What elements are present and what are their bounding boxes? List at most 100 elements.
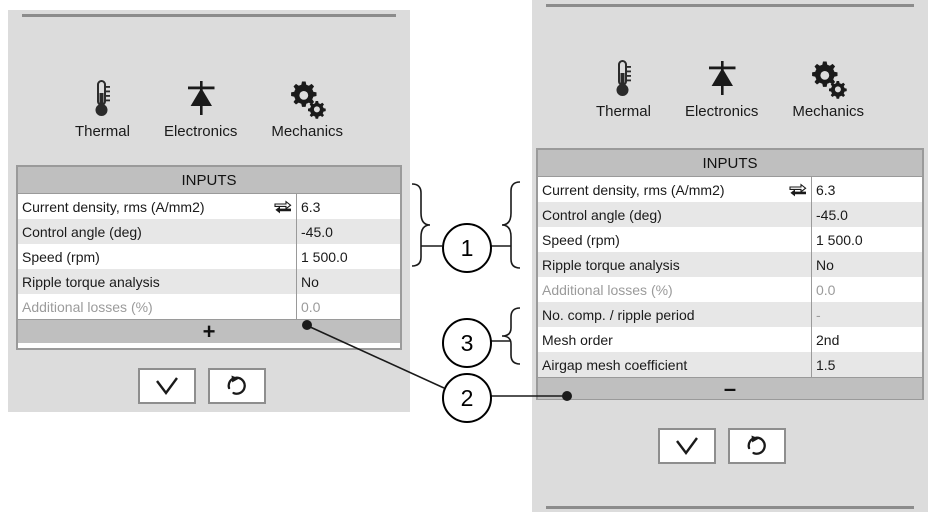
row-value-cell[interactable]: 6.3 [816, 181, 836, 198]
swap-arrows-icon[interactable] [274, 199, 292, 214]
row-label: Additional losses (%) [542, 281, 673, 298]
row-label: Speed (rpm) [542, 231, 620, 248]
row-label: Current density, rms (A/mm2) [542, 181, 725, 198]
row-label-cell: Additional losses (%) [538, 277, 812, 302]
row-value-cell[interactable]: No [816, 256, 834, 273]
minus-icon: – [723, 375, 737, 401]
row-label: Control angle (deg) [22, 223, 142, 240]
validate-button[interactable] [138, 368, 196, 404]
row-value-cell: 0.0 [301, 298, 321, 315]
toolbar-item-electronics[interactable]: Electronics [685, 53, 758, 120]
diode-icon [183, 73, 219, 119]
row-label: Additional losses (%) [22, 298, 153, 315]
table-row[interactable]: Airgap mesh coefficient 1.5 [538, 352, 922, 377]
row-label: Mesh order [542, 331, 613, 348]
toolbar-label-thermal: Thermal [74, 123, 130, 140]
module-toolbar-right: Thermal Electronics [532, 36, 928, 120]
reset-icon [227, 375, 246, 395]
toolbar-item-mechanics[interactable]: Mechanics [792, 53, 864, 120]
row-label-cell: Ripple torque analysis [538, 252, 812, 277]
row-label-cell: Additional losses (%) [18, 294, 297, 319]
callout-1: 1 [442, 223, 492, 273]
expanded-inputs-panel: Thermal Electronics [532, 0, 928, 512]
swap-arrows-icon[interactable] [789, 182, 807, 197]
row-label-cell: Mesh order [538, 327, 812, 352]
toolbar-item-electronics[interactable]: Electronics [164, 73, 237, 140]
gears-icon [808, 53, 848, 99]
panel-bottom-rule [546, 506, 914, 509]
collapse-inputs-button[interactable]: – [538, 377, 922, 399]
row-label-cell: Speed (rpm) [18, 244, 297, 269]
row-label: Speed (rpm) [22, 248, 100, 265]
table-row[interactable]: No. comp. / ripple period - [538, 302, 922, 327]
row-value-cell[interactable]: -45.0 [816, 206, 848, 223]
plus-icon: + [202, 318, 216, 344]
row-label: Ripple torque analysis [542, 256, 680, 273]
inputs-table-header-right: INPUTS [538, 150, 922, 177]
row-value-cell[interactable]: 1.5 [816, 356, 836, 373]
validate-button[interactable] [658, 428, 716, 464]
reset-icon [747, 435, 766, 455]
gears-icon [287, 73, 327, 119]
table-row[interactable]: Additional losses (%) 0.0 [538, 277, 922, 302]
row-value-cell[interactable]: -45.0 [301, 223, 333, 240]
inputs-table-left: INPUTS Current density, rms (A/mm2) 6.3 … [16, 165, 402, 350]
row-value-cell: 0.0 [816, 281, 836, 298]
row-label-cell: Current density, rms (A/mm2) [18, 194, 297, 219]
diode-icon [704, 53, 740, 99]
expand-inputs-button[interactable]: + [18, 319, 400, 343]
callout-2: 2 [442, 373, 492, 423]
reset-button[interactable] [208, 368, 266, 404]
row-value-cell[interactable]: 6.3 [301, 198, 321, 215]
thermometer-icon [91, 73, 113, 119]
toolbar-label-mechanics: Mechanics [792, 103, 865, 120]
row-value-cell[interactable]: 1 500.0 [301, 248, 348, 265]
table-row[interactable]: Control angle (deg) -45.0 [18, 219, 400, 244]
check-icon [156, 377, 178, 396]
panel-top-rule [546, 4, 914, 7]
table-row[interactable]: Speed (rpm) 1 500.0 [538, 227, 922, 252]
callout-3: 3 [442, 318, 492, 368]
module-toolbar-left: Thermal Electronics [8, 56, 410, 140]
toolbar-item-thermal[interactable]: Thermal [75, 73, 130, 140]
row-label-cell: Control angle (deg) [18, 219, 297, 244]
callout-2-label: 2 [460, 384, 474, 411]
brace-right-advanced [501, 307, 521, 365]
row-value-cell[interactable]: 2nd [816, 331, 840, 348]
table-row[interactable]: Ripple torque analysis No [538, 252, 922, 277]
row-label-cell: Current density, rms (A/mm2) [538, 177, 812, 202]
row-value-cell[interactable]: No [301, 273, 319, 290]
brace-right-inputs [501, 181, 521, 269]
table-row[interactable]: Additional losses (%) 0.0 [18, 294, 400, 319]
row-label: Ripple torque analysis [22, 273, 160, 290]
row-label-cell: Control angle (deg) [538, 202, 812, 227]
panel-actions-right [658, 428, 786, 464]
panel-top-rule [22, 14, 396, 17]
toolbar-label-electronics: Electronics [684, 103, 759, 120]
table-row[interactable]: Ripple torque analysis No [18, 269, 400, 294]
panel-actions-left [138, 368, 266, 404]
row-value-cell: - [816, 306, 821, 323]
toolbar-label-mechanics: Mechanics [271, 123, 344, 140]
row-label-cell: Airgap mesh coefficient [538, 352, 812, 377]
row-label: Current density, rms (A/mm2) [22, 198, 205, 215]
table-row[interactable]: Control angle (deg) -45.0 [538, 202, 922, 227]
toolbar-item-mechanics[interactable]: Mechanics [271, 73, 343, 140]
table-row[interactable]: Current density, rms (A/mm2) 6.3 [18, 194, 400, 219]
reset-button[interactable] [728, 428, 786, 464]
row-label-cell: Speed (rpm) [538, 227, 812, 252]
inputs-table-header-left: INPUTS [18, 167, 400, 194]
row-label: Control angle (deg) [542, 206, 662, 223]
toolbar-label-electronics: Electronics [163, 123, 238, 140]
row-label: Airgap mesh coefficient [542, 356, 688, 373]
row-value-cell[interactable]: 1 500.0 [816, 231, 863, 248]
row-label: No. comp. / ripple period [542, 306, 695, 323]
row-label-cell: No. comp. / ripple period [538, 302, 812, 327]
callout-1-label: 1 [460, 234, 474, 261]
table-row[interactable]: Mesh order 2nd [538, 327, 922, 352]
inputs-table-right: INPUTS Current density, rms (A/mm2) 6.3 … [536, 148, 924, 400]
table-row[interactable]: Current density, rms (A/mm2) 6.3 [538, 177, 922, 202]
callout-3-label: 3 [460, 329, 474, 356]
table-row[interactable]: Speed (rpm) 1 500.0 [18, 244, 400, 269]
toolbar-item-thermal[interactable]: Thermal [596, 53, 651, 120]
